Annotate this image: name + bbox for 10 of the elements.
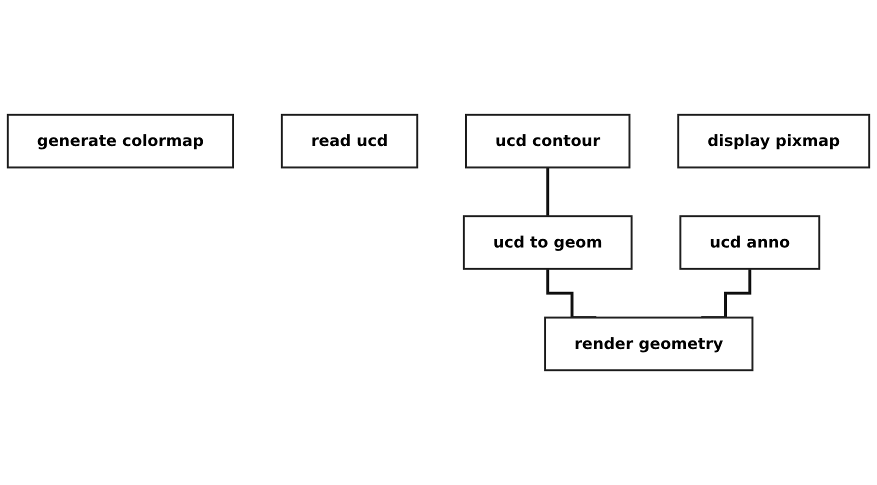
node-box: ucd to geom	[462, 215, 633, 270]
node-box: ucd anno	[679, 215, 820, 270]
node-box: generate colormap	[6, 114, 234, 168]
connector	[546, 267, 596, 320]
connector	[546, 166, 550, 218]
node-box: render geometry	[544, 316, 754, 372]
node-box: ucd contour	[465, 114, 630, 168]
connector	[701, 267, 752, 320]
node-box: display pixmap	[677, 114, 870, 168]
node-box: read ucd	[280, 114, 418, 168]
